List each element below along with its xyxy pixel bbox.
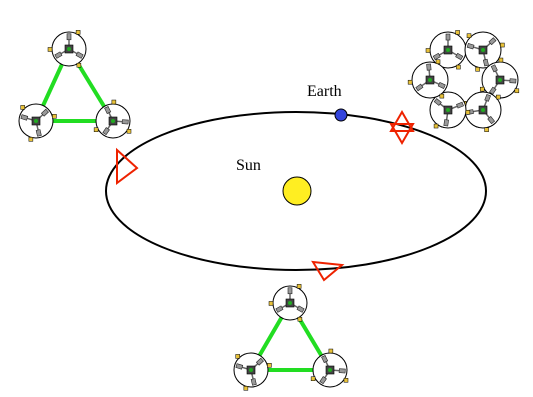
sun: [282, 176, 312, 206]
bottom-spacecraft-1: [268, 284, 308, 322]
spacecraft-formation-triangle-left: [18, 30, 132, 142]
spacecraft-formation-hexagon: [407, 30, 520, 132]
left-laser-links: [32, 44, 117, 123]
bottom-laser-links: [247, 299, 334, 372]
hex-spacecraft-2: [464, 31, 505, 72]
sun-label: Sun: [236, 157, 261, 174]
left-spacecraft-3: [93, 99, 132, 139]
orbit-ellipse: [105, 111, 487, 271]
formation-marker-hexagram: [389, 110, 415, 145]
spacecraft-formation-triangle-bottom: [233, 284, 349, 391]
hex-spacecraft-1: [425, 30, 467, 70]
bottom-spacecraft-3: [310, 348, 349, 388]
earth-label: Earth: [307, 83, 342, 100]
formation-marker-triangle-left: [116, 147, 139, 185]
hex-spacecraft-5: [429, 89, 471, 129]
left-spacecraft-2: [18, 103, 57, 142]
formation-marker-triangle-bottom: [311, 260, 345, 282]
left-spacecraft-1: [47, 30, 87, 68]
hex-spacecraft-6: [407, 59, 449, 99]
hex-spacecraft-3: [479, 57, 520, 99]
earth: [334, 108, 348, 122]
bottom-spacecraft-2: [233, 352, 272, 391]
